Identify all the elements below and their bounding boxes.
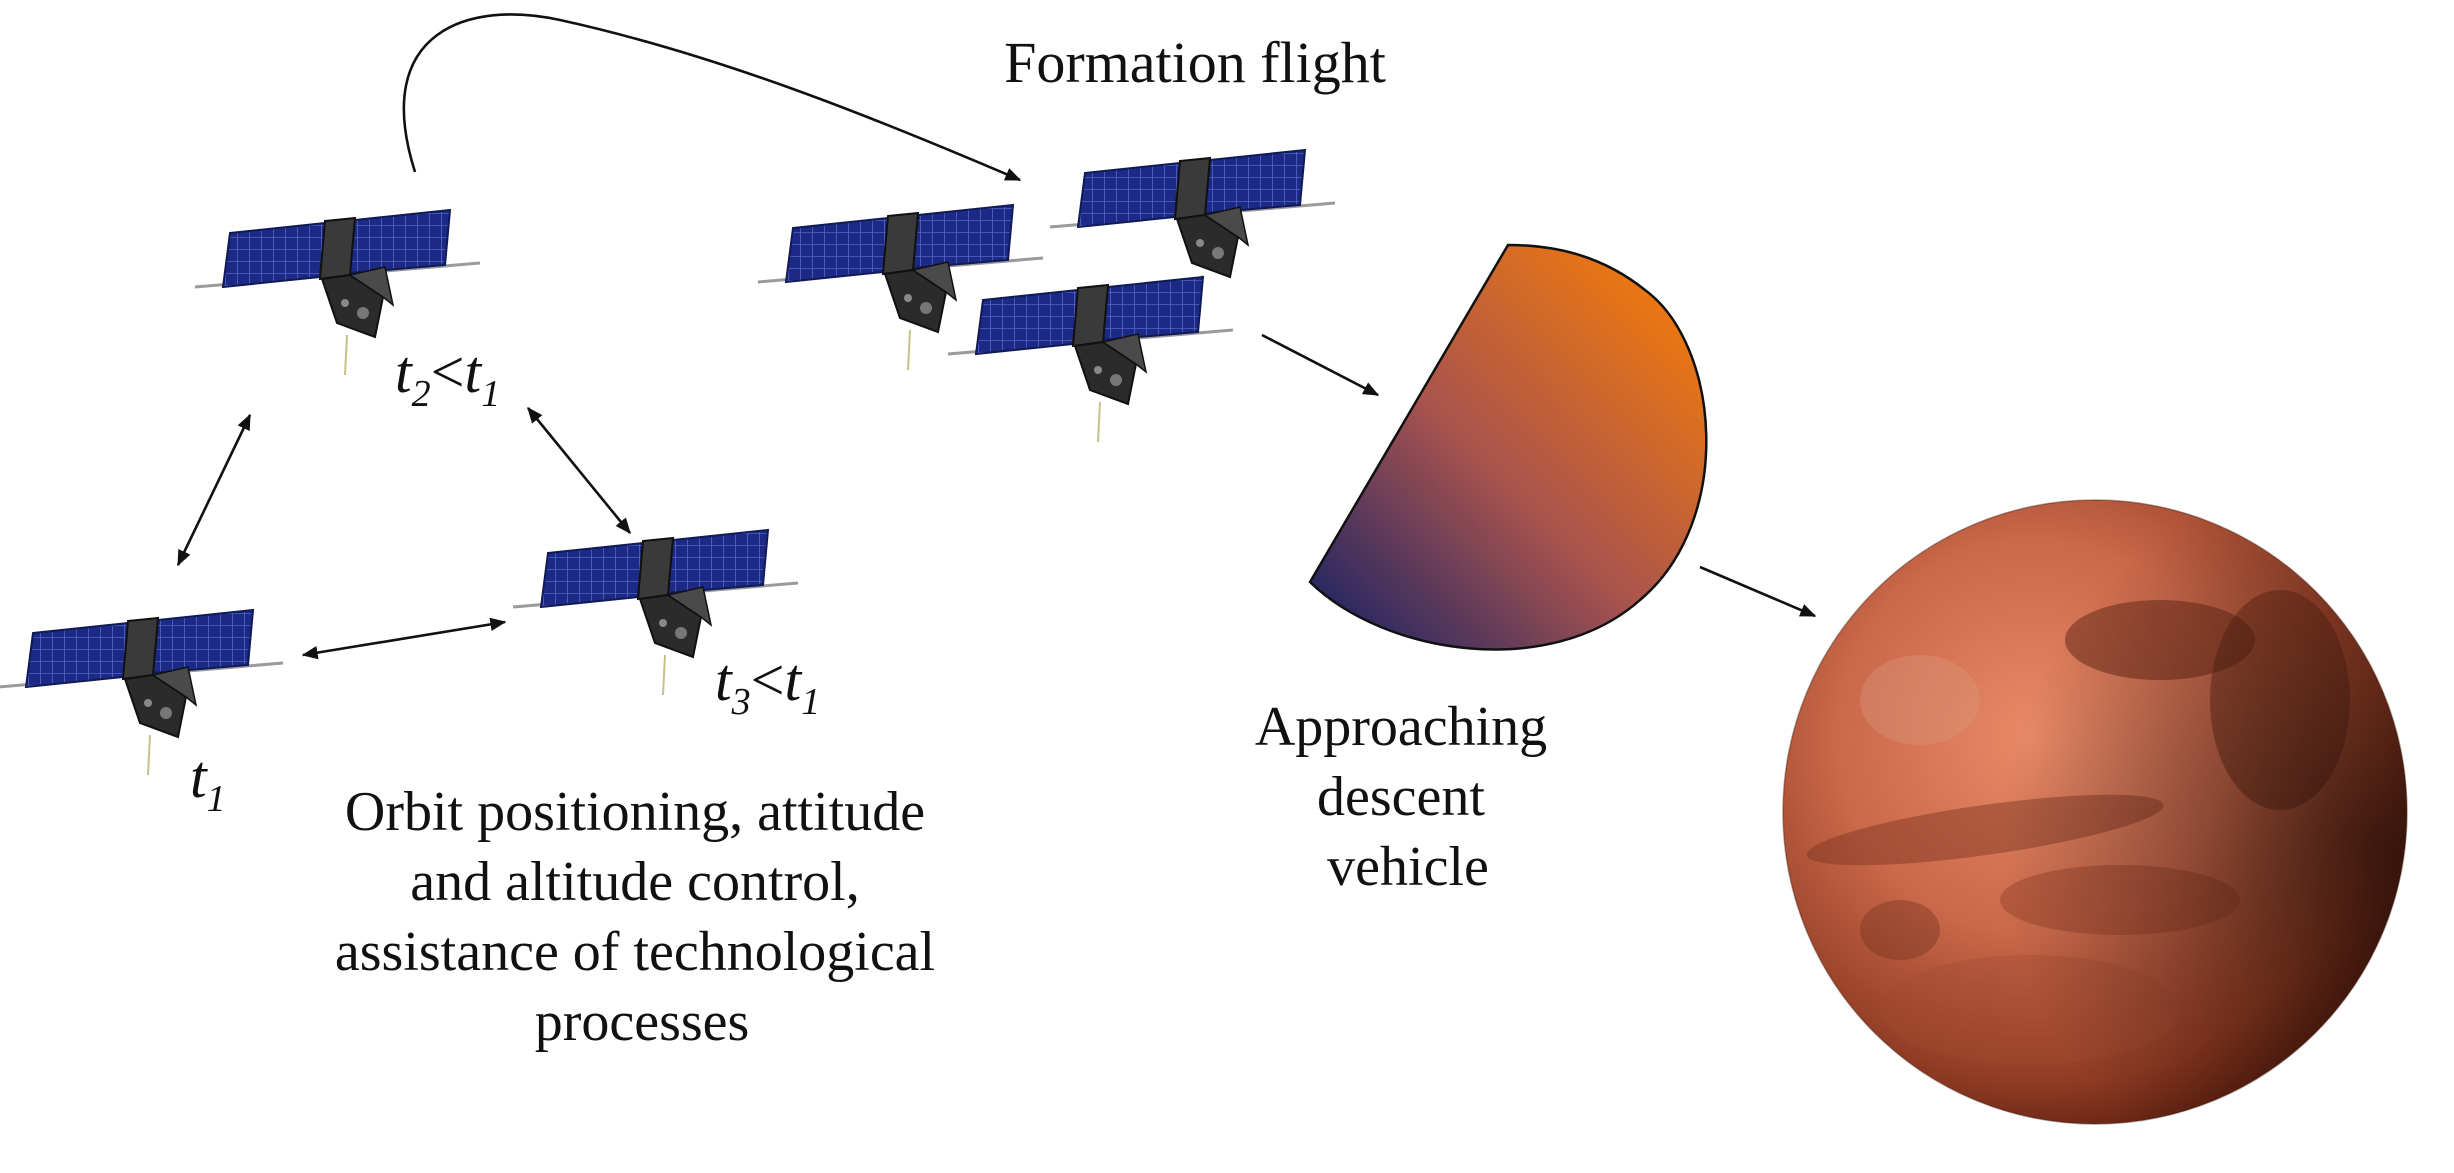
approaching-vehicle-label: Approaching descent vehicle [1255, 696, 1561, 898]
orbit-control-label: Orbit positioning, attitude and altitude… [335, 781, 949, 1053]
transfer-curve-arrow [402, 13, 1022, 182]
link-arrow-t2-t3 [526, 406, 632, 535]
satellite-icon-t1 [0, 608, 285, 777]
time-label-t3: t3<t1 [715, 647, 820, 723]
time-label-t2: t2<t1 [395, 339, 500, 415]
descent-vehicle-icon [1308, 243, 1708, 651]
link-arrow-t1-t3 [301, 617, 507, 660]
arrow-vehicle-to-planet [1699, 565, 1817, 618]
arrow-formation-to-vehicle [1261, 333, 1380, 397]
formation-flight-label: Formation flight [1004, 30, 1386, 95]
time-label-t1: t1 [190, 744, 226, 820]
mars-planet-icon [1782, 499, 2408, 1125]
link-arrow-t2-t1 [176, 413, 252, 567]
formation-satellite-icon-3 [946, 275, 1235, 444]
